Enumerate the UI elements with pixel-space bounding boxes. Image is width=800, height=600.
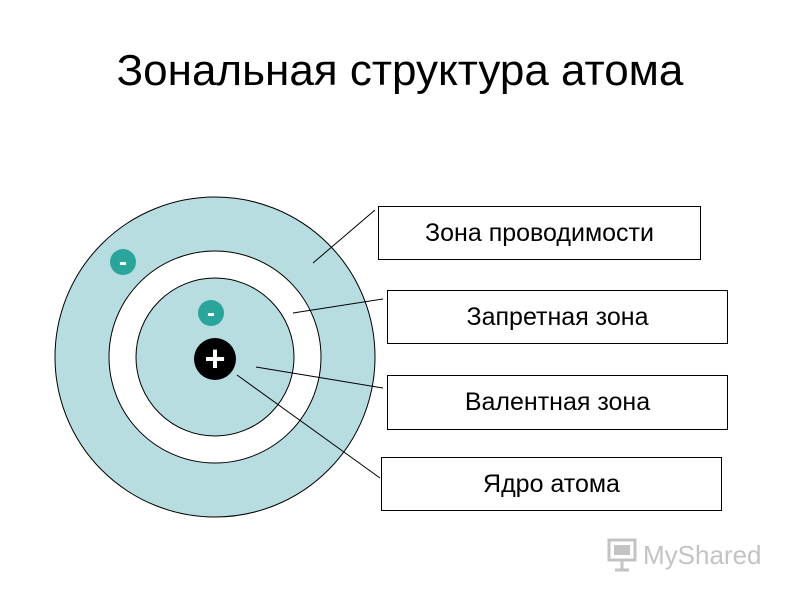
electron-inner xyxy=(198,300,224,326)
leader-line-nucleus xyxy=(236,374,381,479)
slide-title: Зональная структура атома xyxy=(116,46,684,95)
watermark-text: MyShared xyxy=(643,539,762,570)
electron-inner-sign: - xyxy=(207,300,215,327)
projector-screen-icon xyxy=(607,538,637,572)
label-valence-band: Валентная зона xyxy=(387,375,728,430)
leader-line-valence xyxy=(255,366,384,389)
label-conduction-band: Зона проводимости xyxy=(378,206,701,260)
electron-outer-sign: - xyxy=(119,249,127,276)
electron-outer xyxy=(110,249,136,275)
label-forbidden-zone: Запретная зона xyxy=(387,290,728,344)
nucleus xyxy=(194,338,236,380)
label-nucleus: Ядро атома xyxy=(381,457,722,511)
leader-line-conduction xyxy=(312,209,376,264)
nucleus-sign: + xyxy=(204,338,225,379)
leader-line-forbidden xyxy=(292,298,384,314)
watermark: MyShared xyxy=(607,536,777,574)
